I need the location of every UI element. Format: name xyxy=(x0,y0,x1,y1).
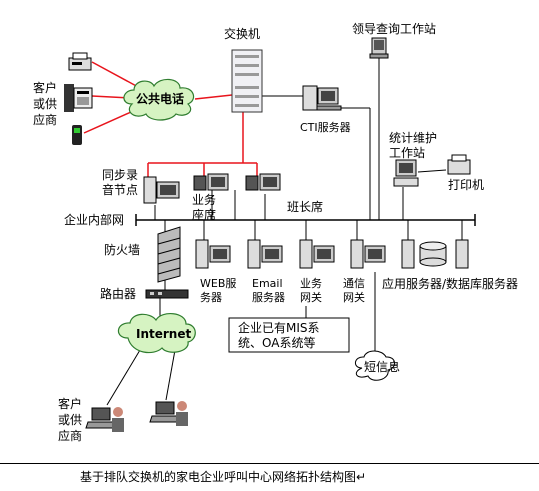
desk-phone-icon xyxy=(64,84,93,112)
existing-systems-label-1: 企业已有MIS系 xyxy=(238,320,320,335)
stats-workstation-icon xyxy=(393,159,419,187)
switch-label: 交换机 xyxy=(224,26,260,41)
comm-gateway-label-1: 通信 xyxy=(343,277,365,290)
web-server-label-2: 务器 xyxy=(200,291,222,304)
email-server-icon xyxy=(247,239,283,269)
link-internet-cust1 xyxy=(106,349,141,406)
sms-cloud-shape xyxy=(355,350,395,381)
switch-icon xyxy=(231,49,263,113)
firewall-label: 防火墙 xyxy=(104,242,140,257)
database-icon xyxy=(419,241,447,267)
link-internet-cust2 xyxy=(165,349,176,401)
router-icon xyxy=(145,289,189,299)
business-gateway-label-2: 网关 xyxy=(300,290,322,304)
customer-top-label-1: 客户 xyxy=(33,80,57,95)
comm-gateway-icon xyxy=(350,239,386,269)
leader-workstation-icon xyxy=(369,37,389,59)
monitor-seat-label: 班长席 xyxy=(287,199,323,214)
app-db-server-label: 应用服务器/数据库服务器 xyxy=(382,276,518,291)
intranet-label: 企业内部网 xyxy=(64,212,124,227)
customer-bottom-label-3: 应商 xyxy=(58,428,82,443)
cti-server-icon xyxy=(302,85,342,111)
printer-label: 打印机 xyxy=(448,178,484,192)
web-server-label-1: WEB服 xyxy=(200,277,236,290)
public-phone-label: 公共电话 xyxy=(136,91,184,106)
router-label: 路由器 xyxy=(100,286,136,301)
customer-bottom-label-2: 或供 xyxy=(58,413,82,427)
fax-icon xyxy=(68,52,92,71)
recording-node-icon xyxy=(143,176,180,204)
agent-seats-label-2: 座席 xyxy=(192,207,216,222)
printer-icon xyxy=(447,154,471,175)
existing-systems-label-2: 统、OA系统等 xyxy=(238,336,315,350)
customer-laptop-icon-1 xyxy=(85,407,124,432)
business-gateway-label-1: 业务 xyxy=(300,277,322,290)
leader-station-label: 领导查询工作站 xyxy=(352,22,436,36)
db-server-icon xyxy=(455,239,469,269)
public-phone-cloud-shape xyxy=(123,78,195,121)
phone-line-fax xyxy=(91,61,141,89)
firewall-icon xyxy=(157,226,181,283)
phone-lines xyxy=(83,61,258,178)
customer-bottom-label-1: 客户 xyxy=(58,396,82,411)
cti-server-label: CTI服务器 xyxy=(300,121,351,134)
web-server-icon xyxy=(195,239,231,269)
topology-diagram: 交换机 领导查询工作站 客户 或供 应商 公共电话 CTI服务器 统计维护 工作… xyxy=(33,22,518,443)
mobile-phone-icon xyxy=(72,125,82,145)
recording-node-label-2: 音节点 xyxy=(102,182,138,197)
internet-label: Internet xyxy=(136,327,191,341)
customer-laptop-icon-2 xyxy=(149,401,188,426)
agent-seat-icon-1 xyxy=(193,173,229,191)
existing-systems-box xyxy=(228,317,350,353)
customer-top-label-3: 应商 xyxy=(33,112,57,127)
email-server-label-1: Email xyxy=(252,277,283,290)
phone-line-switch xyxy=(194,94,233,100)
recording-node-label-1: 同步录 xyxy=(102,168,138,182)
app-server-icon xyxy=(401,239,415,269)
email-server-label-2: 服务器 xyxy=(252,291,285,304)
public-phone-cloud xyxy=(123,78,195,121)
comm-gateway-label-2: 网关 xyxy=(343,290,365,304)
sms-label: 短信息 xyxy=(364,359,400,374)
stats-station-label-1: 统计维护 xyxy=(389,131,437,145)
business-gateway-icon xyxy=(299,239,335,269)
agent-seat-icon-2 xyxy=(245,173,281,191)
stats-station-label-2: 工作站 xyxy=(389,146,425,160)
agent-seats-label-1: 业务 xyxy=(192,192,216,207)
customer-top-label-2: 或供 xyxy=(33,97,57,111)
figure-caption: 基于排队交换机的家电企业呼叫中心网络拓扑结构图↵ xyxy=(0,463,539,490)
link-printer xyxy=(417,169,447,173)
internet-cloud-shape xyxy=(117,313,196,354)
